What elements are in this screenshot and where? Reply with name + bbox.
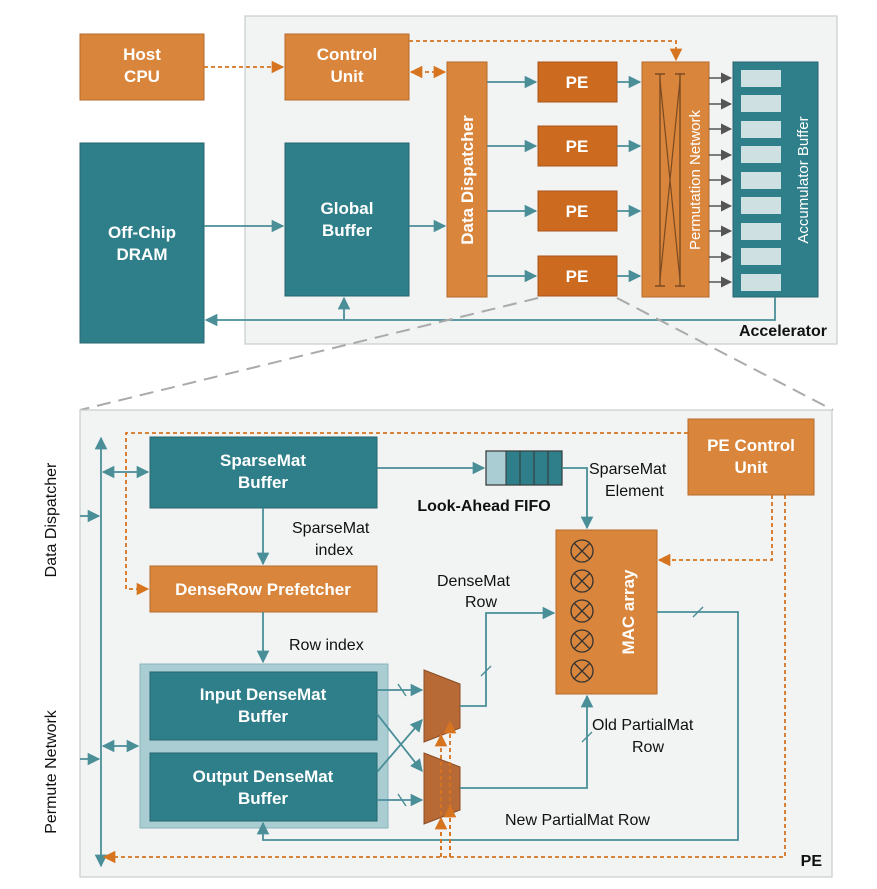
pe-label-3: PE xyxy=(566,202,589,221)
mac-array-block: MAC array xyxy=(555,529,658,695)
pe-control-unit-block: PE Control Unit xyxy=(687,418,815,496)
data-dispatcher-block: Data Dispatcher xyxy=(446,61,488,298)
pe-label-4: PE xyxy=(566,267,589,286)
accelerator-label: Accelerator xyxy=(739,323,827,340)
pe-block-1: PE xyxy=(537,61,618,103)
input-densemat-buffer-block: Input DenseMat Buffer xyxy=(149,671,378,741)
pe-panel-label: PE xyxy=(801,853,823,870)
sparsemat-element-label-1: SparseMat xyxy=(589,461,667,478)
output-densemat-buffer-label-1: Output DenseMat xyxy=(193,767,334,786)
sparsemat-index-label-2: index xyxy=(315,542,353,559)
pe-label-2: PE xyxy=(566,137,589,156)
sparsemat-buffer-block: SparseMat Buffer xyxy=(149,436,378,509)
accumulator-buffer-label: Accumulator Buffer xyxy=(795,116,812,243)
denserow-prefetcher-block: DenseRow Prefetcher xyxy=(149,565,378,613)
pe-label-1: PE xyxy=(566,73,589,92)
side-label-data-dispatcher: Data Dispatcher xyxy=(43,462,60,577)
look-ahead-fifo xyxy=(485,450,563,486)
side-label-permute-network: Permute Network xyxy=(43,709,60,834)
sparsemat-buffer-label-1: SparseMat xyxy=(220,451,306,470)
off-chip-dram-block: Off-Chip DRAM xyxy=(79,142,205,344)
densemat-row-label-2: Row xyxy=(465,594,497,611)
off-chip-dram-label-1: Off-Chip xyxy=(108,223,176,242)
denserow-prefetcher-label: DenseRow Prefetcher xyxy=(175,580,351,599)
mac-array-label: MAC array xyxy=(619,569,638,655)
global-buffer-block: Global Buffer xyxy=(284,142,410,297)
zoom-line-right xyxy=(616,297,834,411)
pe-connections xyxy=(80,432,786,868)
output-densemat-buffer-label-2: Buffer xyxy=(238,789,288,808)
pe-block-3: PE xyxy=(537,190,618,232)
permutation-network-block: Permutation Network xyxy=(641,61,710,298)
global-buffer-label-1: Global xyxy=(321,199,374,218)
sparsemat-element-label-2: Element xyxy=(605,483,664,500)
output-densemat-buffer-block: Output DenseMat Buffer xyxy=(149,752,378,822)
row-index-label: Row index xyxy=(289,637,364,654)
sparsemat-buffer-label-2: Buffer xyxy=(238,473,288,492)
global-buffer-label-2: Buffer xyxy=(322,221,372,240)
pe-control-unit-label-1: PE Control xyxy=(707,436,795,455)
old-partialmat-row-label-2: Row xyxy=(632,739,664,756)
new-partialmat-row-label: New PartialMat Row xyxy=(505,812,650,829)
data-dispatcher-label: Data Dispatcher xyxy=(458,115,477,245)
old-partialmat-row-label-1: Old PartialMat xyxy=(592,717,694,734)
control-unit-label-2: Unit xyxy=(330,67,363,86)
accumulator-buffer-block: Accumulator Buffer xyxy=(732,61,819,298)
off-chip-dram-label-2: DRAM xyxy=(117,245,168,264)
sparsemat-index-label-1: SparseMat xyxy=(292,520,370,537)
top-connections xyxy=(204,40,776,327)
zoom-line-left xyxy=(79,297,539,411)
pe-control-unit-label-2: Unit xyxy=(734,458,767,477)
host-cpu-label-2: CPU xyxy=(124,67,160,86)
permutation-network-label: Permutation Network xyxy=(687,109,704,250)
pe-block-4: PE xyxy=(537,255,618,297)
control-unit-label-1: Control xyxy=(317,45,377,64)
host-cpu-block: Host CPU xyxy=(79,33,205,101)
densemat-row-label-1: DenseMat xyxy=(437,573,510,590)
host-cpu-label-1: Host xyxy=(123,45,161,64)
look-ahead-fifo-label: Look-Ahead FIFO xyxy=(417,498,550,515)
pe-block-2: PE xyxy=(537,125,618,167)
control-unit-block: Control Unit xyxy=(284,33,410,101)
input-densemat-buffer-label-2: Buffer xyxy=(238,707,288,726)
input-densemat-buffer-label-1: Input DenseMat xyxy=(200,685,327,704)
